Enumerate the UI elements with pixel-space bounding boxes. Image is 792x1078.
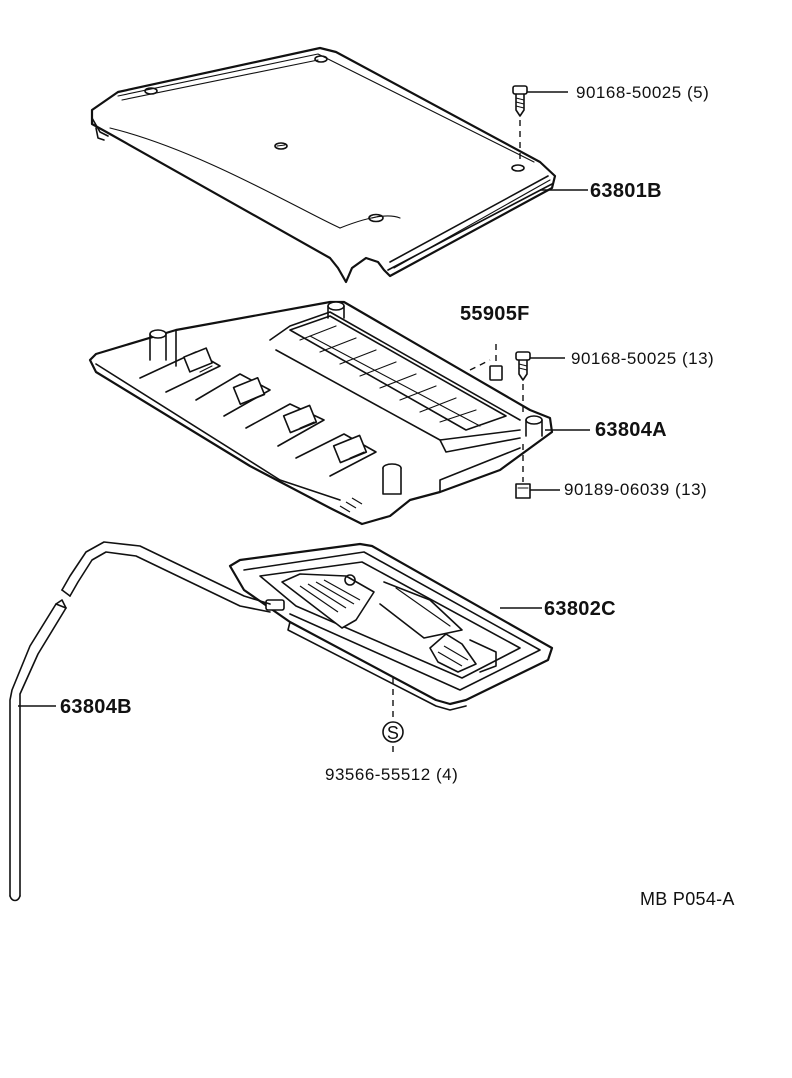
part-label-frame: 63804A: [595, 419, 667, 441]
part-label-console: 63802C: [544, 598, 616, 620]
diagram-code: MB P054-A: [640, 889, 735, 909]
part-label-clip: 55905F: [460, 303, 530, 325]
part-label-headliner: 63801B: [590, 180, 662, 202]
overhead-console[interactable]: [228, 542, 554, 711]
clip-55905F[interactable]: [469, 344, 503, 381]
drain-hose[interactable]: [9, 541, 271, 902]
nut-icon: [515, 483, 560, 499]
svg-text:S: S: [387, 723, 399, 743]
fastener-label: 90189-06039 (13): [564, 480, 707, 499]
screw-icon: [515, 351, 565, 381]
special-bolt-symbol: S: [382, 721, 404, 743]
screw-icon: [512, 85, 568, 117]
fastener-label: 90168-50025 (13): [571, 349, 714, 368]
fastener-label: 90168-50025 (5): [576, 83, 709, 102]
roof-inner-frame[interactable]: [88, 300, 554, 526]
fastener-label: 93566-55512 (4): [325, 765, 458, 784]
part-label-hose: 63804B: [60, 696, 132, 718]
headliner-panel[interactable]: [90, 46, 557, 284]
